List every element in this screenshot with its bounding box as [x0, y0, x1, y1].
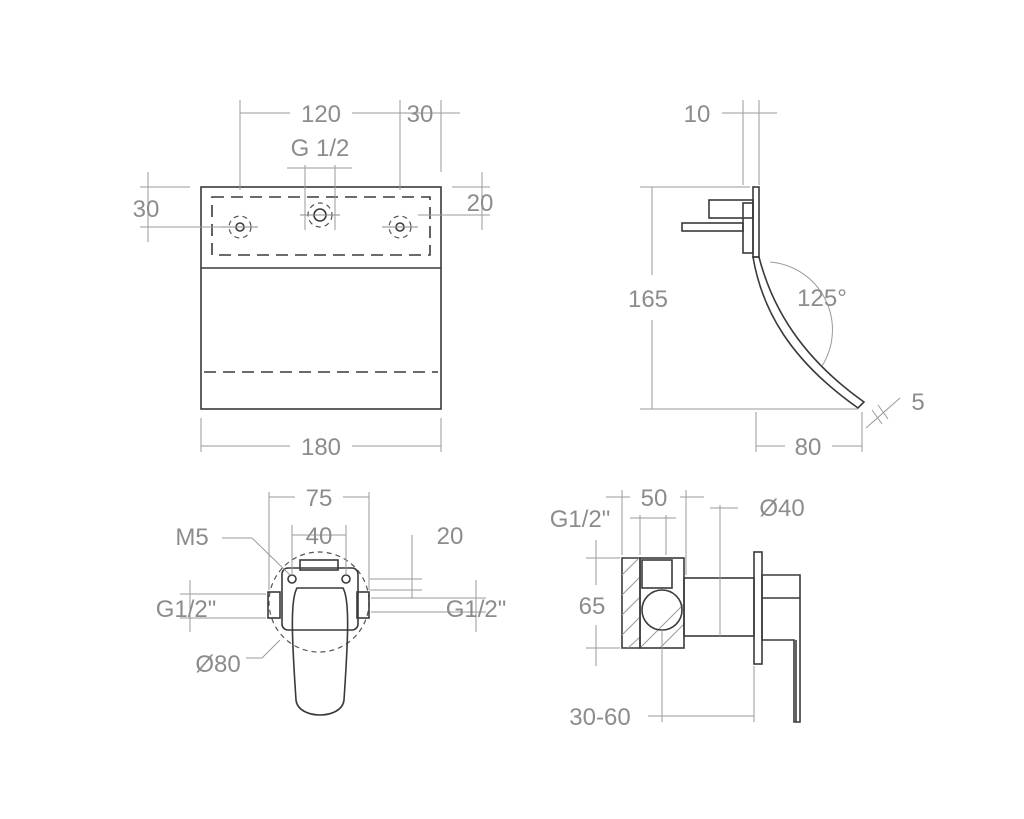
cover-plate: [753, 551, 763, 665]
inlet-left: [267, 591, 281, 619]
dimension-80-label: 80: [795, 434, 822, 461]
dimension-30-60-label: 30-60: [569, 704, 630, 731]
cartridge-circle: [641, 589, 683, 631]
body-top-tab: [299, 559, 339, 571]
diameter-40-label: Ø40: [759, 495, 804, 522]
body-front-view: 75 40 M5 20 G1/2" G1/2" Ø80: [156, 485, 507, 716]
dimension-40-label: 40: [306, 523, 333, 550]
wall-hatch: [621, 557, 685, 649]
body-side-view: 50 G1/2" Ø40 65 30-60: [550, 485, 805, 731]
valve-stem: [681, 222, 744, 232]
wall-recess: [621, 557, 641, 649]
dimension-50-label: 50: [641, 485, 668, 512]
front-plate-outline: [200, 186, 442, 410]
screw-right: [341, 574, 351, 584]
dimension-30-top-label: 30: [407, 101, 434, 128]
diameter-80-label: Ø80: [195, 651, 240, 678]
dimension-30-left-label: 30: [133, 196, 160, 223]
dimension-20-body-label: 20: [437, 523, 464, 550]
thread-g12-side-label: G1/2": [550, 506, 611, 533]
body-circle-dashed: [268, 551, 370, 653]
cartridge-sleeve: [683, 577, 755, 637]
thread-g12-label: G 1/2: [291, 135, 350, 162]
right-valve-hole: [382, 215, 418, 239]
handle-lever: [291, 587, 349, 716]
screw-m5-label: M5: [175, 524, 208, 551]
dimension-65-label: 65: [579, 593, 606, 620]
center-valve-hole: [300, 202, 340, 228]
valve-flange: [742, 202, 754, 254]
handle-side: [761, 574, 801, 723]
hidden-body-outline: [211, 196, 431, 256]
dimension-120-label: 120: [301, 101, 341, 128]
screw-left: [287, 574, 297, 584]
dimension-180-label: 180: [301, 434, 341, 461]
dimension-165-label: 165: [628, 286, 668, 313]
angle-125-label: 125°: [797, 285, 847, 312]
inlet-port: [641, 559, 673, 589]
dimension-5-label: 5: [911, 389, 924, 416]
dimension-75-label: 75: [306, 485, 333, 512]
spout-profile: [752, 256, 866, 410]
dimension-20-label: 20: [467, 190, 494, 217]
front-view: 120 30 G 1/2 30 20 180: [133, 100, 494, 461]
inlet-right-thread-label: G1/2": [446, 596, 507, 623]
left-valve-hole: [222, 215, 258, 239]
inlet-right: [356, 591, 370, 619]
wall-plate: [752, 186, 760, 258]
body-block: [281, 567, 359, 631]
dimension-10-label: 10: [684, 101, 711, 128]
side-view: 10 165 125° 80 5: [628, 100, 925, 461]
inlet-left-thread-label: G1/2": [156, 596, 217, 623]
